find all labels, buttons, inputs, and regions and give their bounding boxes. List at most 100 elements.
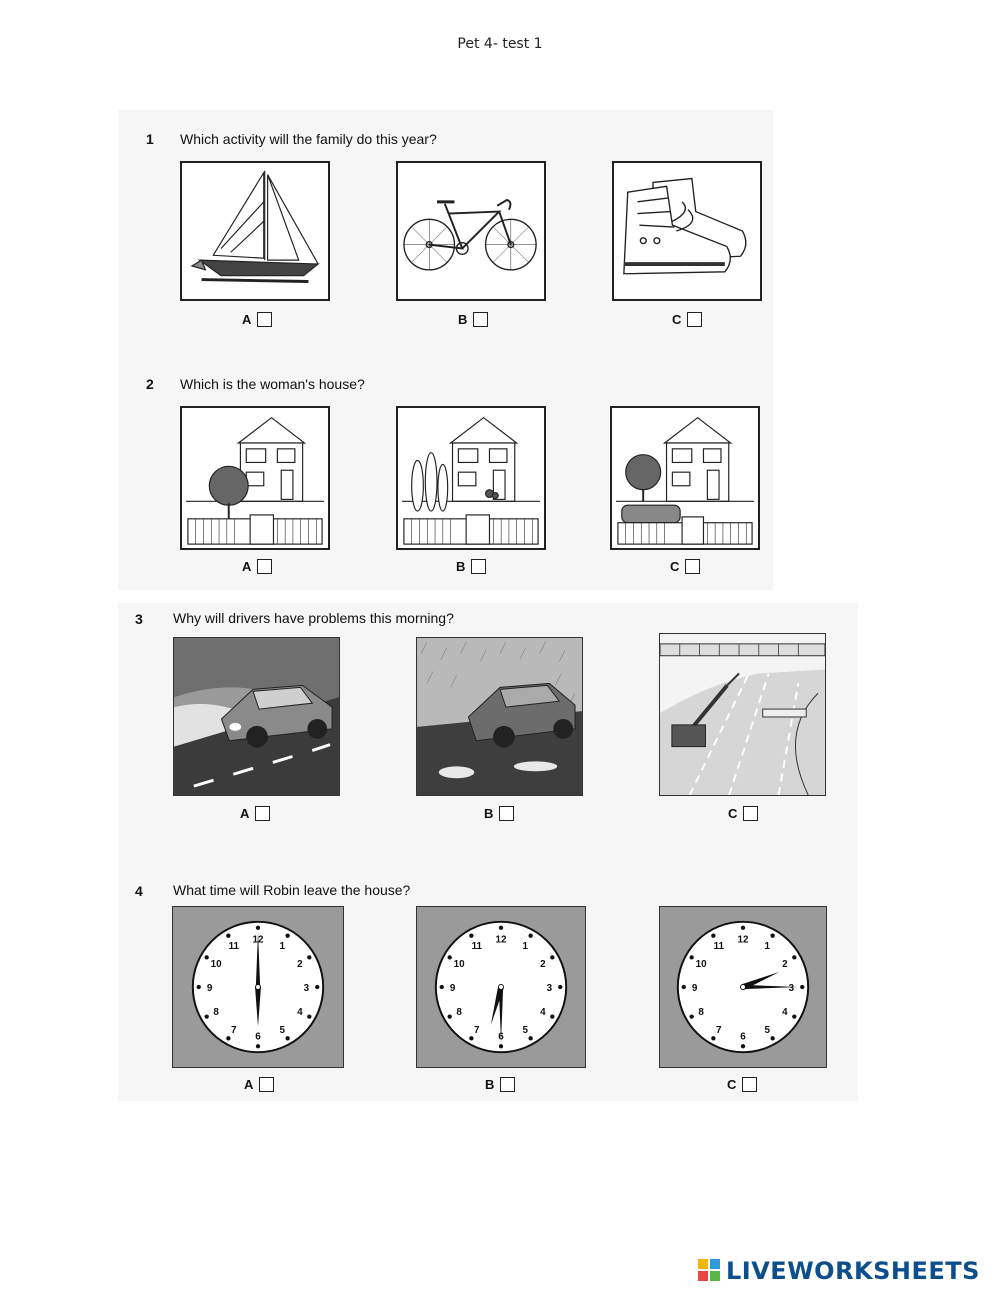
- answer-checkbox[interactable]: [255, 806, 271, 821]
- clock-dot: [285, 933, 290, 938]
- clock-number: 11: [472, 941, 483, 952]
- clock-number: 9: [692, 983, 698, 994]
- answer-checkbox[interactable]: [257, 559, 273, 574]
- question-number: 2: [146, 376, 154, 392]
- clock-dot: [711, 933, 716, 938]
- roadworks-crane-picture: [659, 633, 826, 796]
- answer-checkbox[interactable]: [257, 312, 273, 327]
- clock-number: 2: [540, 959, 546, 970]
- option-letter: C: [727, 1077, 737, 1092]
- question-number: 4: [135, 883, 143, 899]
- clock-number: 9: [207, 983, 213, 994]
- option-b: B: [456, 559, 487, 574]
- option-b: B: [458, 312, 489, 327]
- option-letter: B: [456, 559, 466, 574]
- clock-number: 12: [738, 935, 749, 946]
- option-c: C: [727, 1077, 758, 1092]
- clock-center: [255, 984, 261, 990]
- option-letter: A: [240, 806, 250, 821]
- clock-dot: [740, 925, 746, 930]
- clock-number: 11: [229, 941, 240, 952]
- clock-number: 6: [255, 1031, 261, 1042]
- clock-number: 2: [297, 959, 303, 970]
- clock-number: 6: [498, 1031, 504, 1042]
- bicycle-picture: [396, 161, 546, 301]
- clock-number: 8: [698, 1007, 704, 1018]
- clock-number: 1: [279, 941, 285, 952]
- clock-dot: [285, 1036, 290, 1041]
- clock-number: 7: [231, 1025, 237, 1036]
- option-a: A: [244, 1077, 275, 1092]
- logo-text: LIVEWORKSHEETS: [726, 1257, 980, 1285]
- clock-number: 1: [764, 941, 770, 952]
- clock-center: [740, 984, 746, 990]
- clock-dot: [792, 955, 797, 960]
- answer-checkbox[interactable]: [687, 312, 703, 327]
- page-title: Pet 4- test 1: [457, 36, 543, 52]
- clock-number: 5: [279, 1025, 285, 1036]
- question-number: 1: [146, 131, 154, 147]
- clock-number: 3: [547, 983, 553, 994]
- clock-number: 12: [496, 935, 507, 946]
- clock-number: 7: [716, 1025, 722, 1036]
- house-with-tall-trees-picture: [396, 406, 546, 550]
- clock-number: 9: [450, 983, 456, 994]
- answer-checkbox[interactable]: [473, 312, 489, 327]
- option-b: B: [484, 806, 515, 821]
- answer-checkbox[interactable]: [259, 1077, 275, 1092]
- question-text: What time will Robin leave the house?: [173, 882, 411, 898]
- option-c: C: [728, 806, 759, 821]
- option-c: C: [672, 312, 703, 327]
- logo-blocks-icon: [698, 1259, 722, 1283]
- answer-checkbox[interactable]: [685, 559, 701, 574]
- option-letter: A: [242, 312, 252, 327]
- answer-checkbox[interactable]: [500, 1077, 516, 1092]
- clock-center: [498, 984, 504, 990]
- option-letter: B: [485, 1077, 495, 1092]
- clock-number: 10: [211, 959, 222, 970]
- hour-hand: [255, 987, 261, 1027]
- question-text: Which activity will the family do this y…: [180, 131, 437, 147]
- clock-dot: [447, 955, 452, 960]
- clock-dot: [469, 1036, 474, 1041]
- clock-dot: [558, 984, 563, 990]
- clock-dot: [498, 1044, 504, 1049]
- question-number: 3: [135, 611, 143, 627]
- clock-dot: [711, 1036, 716, 1041]
- clock-dot: [196, 984, 201, 990]
- clock-dot: [498, 925, 504, 930]
- option-letter: A: [244, 1077, 254, 1092]
- clock-dot: [307, 1014, 312, 1019]
- clock-dot: [681, 984, 686, 990]
- option-a: A: [242, 312, 273, 327]
- answer-checkbox[interactable]: [499, 806, 515, 821]
- clock-dot: [689, 955, 694, 960]
- clock-dot: [770, 1036, 775, 1041]
- answer-checkbox[interactable]: [743, 806, 759, 821]
- clock-number: 3: [789, 983, 795, 994]
- option-letter: C: [672, 312, 682, 327]
- house-with-tree-picture: [180, 406, 330, 550]
- clock-dot: [255, 925, 261, 930]
- car-in-rain-picture: [416, 637, 583, 796]
- clock-number: 8: [213, 1007, 219, 1018]
- clock-dot: [689, 1014, 694, 1019]
- clock-number: 1: [522, 941, 528, 952]
- clock-number: 5: [522, 1025, 528, 1036]
- liveworksheets-logo: LIVEWORKSHEETS: [698, 1257, 980, 1285]
- option-c: C: [670, 559, 701, 574]
- option-a: A: [240, 806, 271, 821]
- clock-number: 8: [456, 1007, 462, 1018]
- clock-dot: [528, 933, 533, 938]
- option-letter: B: [458, 312, 468, 327]
- answer-checkbox[interactable]: [471, 559, 487, 574]
- clock-number: 4: [540, 1007, 546, 1018]
- clock-dot: [447, 1014, 452, 1019]
- clock-dot: [307, 955, 312, 960]
- clock-dot: [226, 1036, 231, 1041]
- answer-checkbox[interactable]: [742, 1077, 758, 1092]
- minute-hand: [743, 984, 799, 990]
